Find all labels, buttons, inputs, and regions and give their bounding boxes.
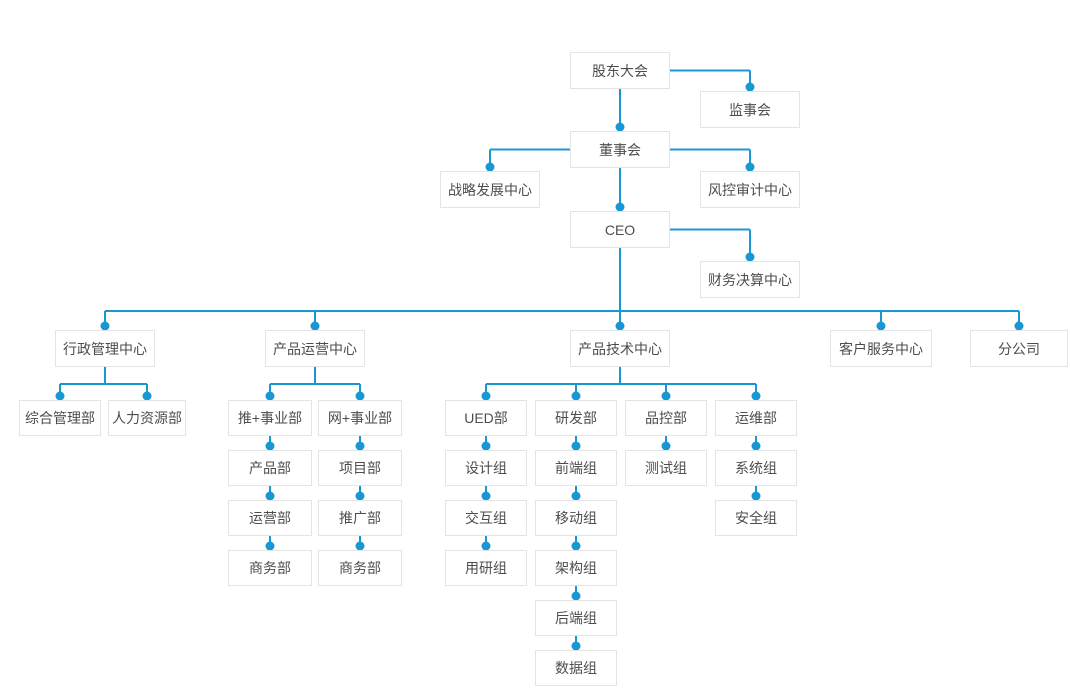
org-node-tui-business: 商务部 xyxy=(228,550,312,586)
connector-dot xyxy=(355,441,365,451)
org-node-tui-product: 产品部 xyxy=(228,450,312,486)
connector-dot xyxy=(55,391,65,401)
org-node-architecture: 架构组 xyxy=(535,550,617,586)
connector-dot xyxy=(661,441,671,451)
connector-dot xyxy=(751,491,761,501)
org-node-ops-center: 产品运营中心 xyxy=(265,330,365,367)
org-node-design: 设计组 xyxy=(445,450,527,486)
org-node-branch: 分公司 xyxy=(970,330,1068,367)
org-node-system-group: 系统组 xyxy=(715,450,797,486)
connector-dot xyxy=(265,441,275,451)
connector-dot xyxy=(751,441,761,451)
org-node-strategy: 战略发展中心 xyxy=(440,171,540,208)
connector-dot xyxy=(571,491,581,501)
org-node-testing: 测试组 xyxy=(625,450,707,486)
org-node-qc: 品控部 xyxy=(625,400,707,436)
org-node-admin-center: 行政管理中心 xyxy=(55,330,155,367)
org-node-hr: 人力资源部 xyxy=(108,400,186,436)
org-node-security-group: 安全组 xyxy=(715,500,797,536)
connector-dot xyxy=(571,591,581,601)
connector-dot xyxy=(571,641,581,651)
org-node-interaction: 交互组 xyxy=(445,500,527,536)
org-node-ceo: CEO xyxy=(570,211,670,248)
org-node-mobile: 移动组 xyxy=(535,500,617,536)
org-node-wang-division: 网+事业部 xyxy=(318,400,402,436)
org-node-devops: 运维部 xyxy=(715,400,797,436)
connector-dot xyxy=(310,321,320,331)
org-node-shareholders: 股东大会 xyxy=(570,52,670,89)
org-node-ued: UED部 xyxy=(445,400,527,436)
connector-dot xyxy=(745,82,755,92)
connector-dot xyxy=(876,321,886,331)
connector-dot xyxy=(481,491,491,501)
connector-dot xyxy=(265,541,275,551)
connector-dot xyxy=(615,202,625,212)
org-node-wang-promo: 推广部 xyxy=(318,500,402,536)
connector-dot xyxy=(355,391,365,401)
connector-dot xyxy=(661,391,671,401)
connector-dot xyxy=(615,122,625,132)
org-node-user-research: 用研组 xyxy=(445,550,527,586)
org-node-board: 董事会 xyxy=(570,131,670,168)
org-node-supervisory: 监事会 xyxy=(700,91,800,128)
connector-dot xyxy=(1014,321,1024,331)
connector-dot xyxy=(571,391,581,401)
connector-dot xyxy=(265,491,275,501)
connector-dot xyxy=(745,162,755,172)
connector-dot xyxy=(481,541,491,551)
connector-dot xyxy=(615,321,625,331)
connector-dot xyxy=(751,391,761,401)
org-node-tui-division: 推+事业部 xyxy=(228,400,312,436)
org-node-general-mgmt: 综合管理部 xyxy=(19,400,101,436)
connector-dot xyxy=(485,162,495,172)
org-node-service-center: 客户服务中心 xyxy=(830,330,932,367)
connector-dot xyxy=(481,441,491,451)
connector-dot xyxy=(355,541,365,551)
org-node-finance: 财务决算中心 xyxy=(700,261,800,298)
org-node-frontend: 前端组 xyxy=(535,450,617,486)
connector-dot xyxy=(745,252,755,262)
connector-dot xyxy=(571,541,581,551)
org-node-wang-project: 项目部 xyxy=(318,450,402,486)
org-node-data-group: 数据组 xyxy=(535,650,617,686)
connector-dot xyxy=(100,321,110,331)
connector-dot xyxy=(481,391,491,401)
org-node-backend: 后端组 xyxy=(535,600,617,636)
org-node-rd: 研发部 xyxy=(535,400,617,436)
connector-dot xyxy=(571,441,581,451)
connector-dot xyxy=(265,391,275,401)
connector-dot xyxy=(355,491,365,501)
connector-dot xyxy=(142,391,152,401)
org-node-risk-audit: 风控审计中心 xyxy=(700,171,800,208)
org-node-wang-business: 商务部 xyxy=(318,550,402,586)
org-node-tui-operation: 运营部 xyxy=(228,500,312,536)
org-node-tech-center: 产品技术中心 xyxy=(570,330,670,367)
